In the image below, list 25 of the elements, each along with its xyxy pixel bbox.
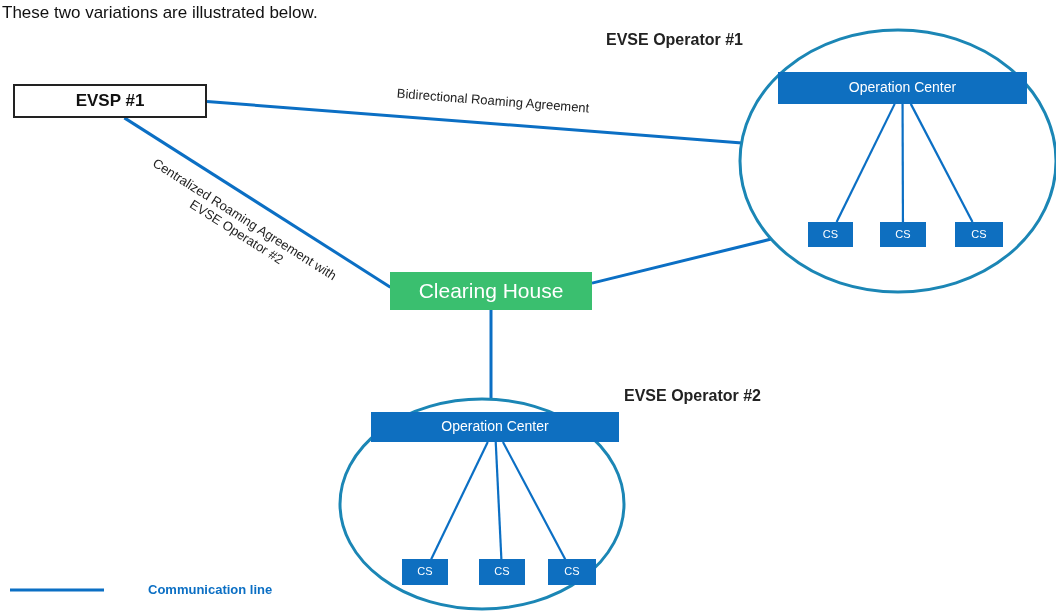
operation-center-bar: Operation Center — [778, 72, 1027, 104]
communication-line — [123, 116, 392, 289]
communication-line — [835, 103, 896, 223]
intro-text: These two variations are illustrated below. — [2, 2, 318, 24]
communication-line — [591, 237, 772, 285]
clearing-house-box: Clearing House — [390, 272, 592, 310]
charging-station-box: CS — [548, 559, 596, 585]
communication-line — [206, 100, 743, 145]
charging-station-box: CS — [479, 559, 525, 585]
edge-label: Bidirectional Roaming Agreement — [395, 84, 591, 118]
charging-station-box: CS — [880, 222, 926, 247]
communication-line — [494, 441, 503, 560]
legend-text: Communication line — [148, 581, 273, 599]
communication-line — [901, 103, 905, 223]
charging-station-box: CS — [808, 222, 853, 247]
communication-line — [909, 103, 974, 223]
provider-box: EVSP #1 — [13, 84, 207, 118]
communication-line — [502, 441, 567, 560]
operation-center-bar: Operation Center — [371, 412, 619, 442]
communication-line — [430, 441, 489, 560]
charging-station-box: CS — [402, 559, 448, 585]
charging-station-box: CS — [955, 222, 1003, 247]
operator-heading: EVSE Operator #1 — [606, 30, 743, 50]
operator-heading: EVSE Operator #2 — [624, 386, 761, 406]
communication-line — [489, 309, 493, 400]
